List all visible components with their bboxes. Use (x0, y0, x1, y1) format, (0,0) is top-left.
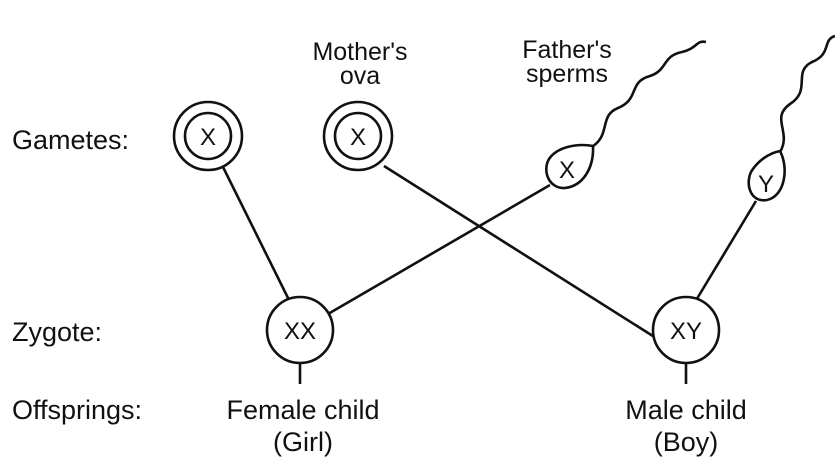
sperm-1-head (545, 143, 595, 190)
ovum-1-chromosome: X (200, 124, 216, 151)
sperm-1-chromosome: X (559, 157, 575, 184)
header-mother-line2: ova (340, 62, 380, 90)
sperm-2: Y (747, 34, 835, 202)
offspring-male-line1: Male child (625, 395, 747, 425)
row-label-offsprings: Offsprings: (12, 395, 142, 425)
zygote-male: XY (651, 295, 721, 365)
line-sperm-x-to-female (327, 183, 551, 316)
ovum-1: X (172, 100, 244, 172)
header-father-line2: sperms (526, 60, 608, 88)
zygote-female: XX (265, 295, 335, 365)
sperm-1: X (545, 40, 707, 190)
line-sperm-y-to-male (693, 200, 758, 303)
zygote-male-chromosomes: XY (670, 318, 702, 345)
sperm-2-chromosome: Y (758, 171, 774, 198)
row-label-gametes: Gametes: (12, 125, 129, 155)
row-label-zygote: Zygote: (12, 317, 102, 347)
sperm-2-head (747, 149, 786, 202)
offspring-female-line2: (Girl) (273, 427, 333, 457)
offspring-female-line1: Female child (226, 395, 379, 425)
sperm-1-tail (589, 40, 707, 150)
ovum-2-nucleus (333, 111, 383, 161)
line-ovum2-to-male (383, 164, 657, 340)
sperm-2-tail (778, 34, 835, 153)
line-ovum1-to-female (220, 164, 292, 303)
zygote-male-circle (651, 295, 721, 365)
ovum-2: X (322, 100, 394, 172)
header-father-line1: Father's (522, 36, 612, 64)
header-mother-line1: Mother's (312, 38, 407, 66)
zygote-female-circle (265, 295, 335, 365)
ovum-2-chromosome: X (350, 124, 366, 151)
ovum-1-nucleus (183, 111, 233, 161)
offspring-male-line2: (Boy) (654, 427, 719, 457)
zygote-female-chromosomes: XX (284, 318, 316, 345)
